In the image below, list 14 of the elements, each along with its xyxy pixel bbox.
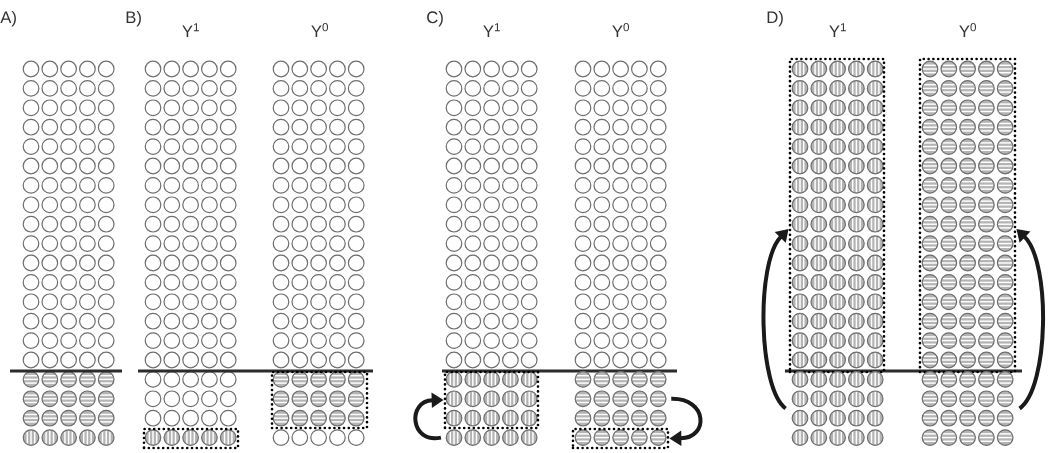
panel-label: C)	[427, 10, 443, 27]
column-heading: Y$^{1}$	[829, 23, 846, 37]
column-heading: Y$^{1}$	[483, 23, 500, 37]
striped-circle-grid	[921, 371, 1014, 446]
panel-label: B)	[126, 10, 141, 27]
column-heading: Y$^{1}$	[182, 23, 199, 37]
column-heading: Y$^{0}$	[311, 23, 329, 37]
striped-circle-grid	[445, 429, 538, 446]
panel-label: A)	[0, 10, 16, 27]
striped-circle-grid	[574, 371, 667, 427]
striped-circle-grid	[791, 371, 884, 446]
column-heading: Y$^{0}$	[612, 23, 630, 37]
column-heading: Y$^{0}$	[959, 23, 976, 37]
panel-label: D)	[767, 10, 783, 27]
